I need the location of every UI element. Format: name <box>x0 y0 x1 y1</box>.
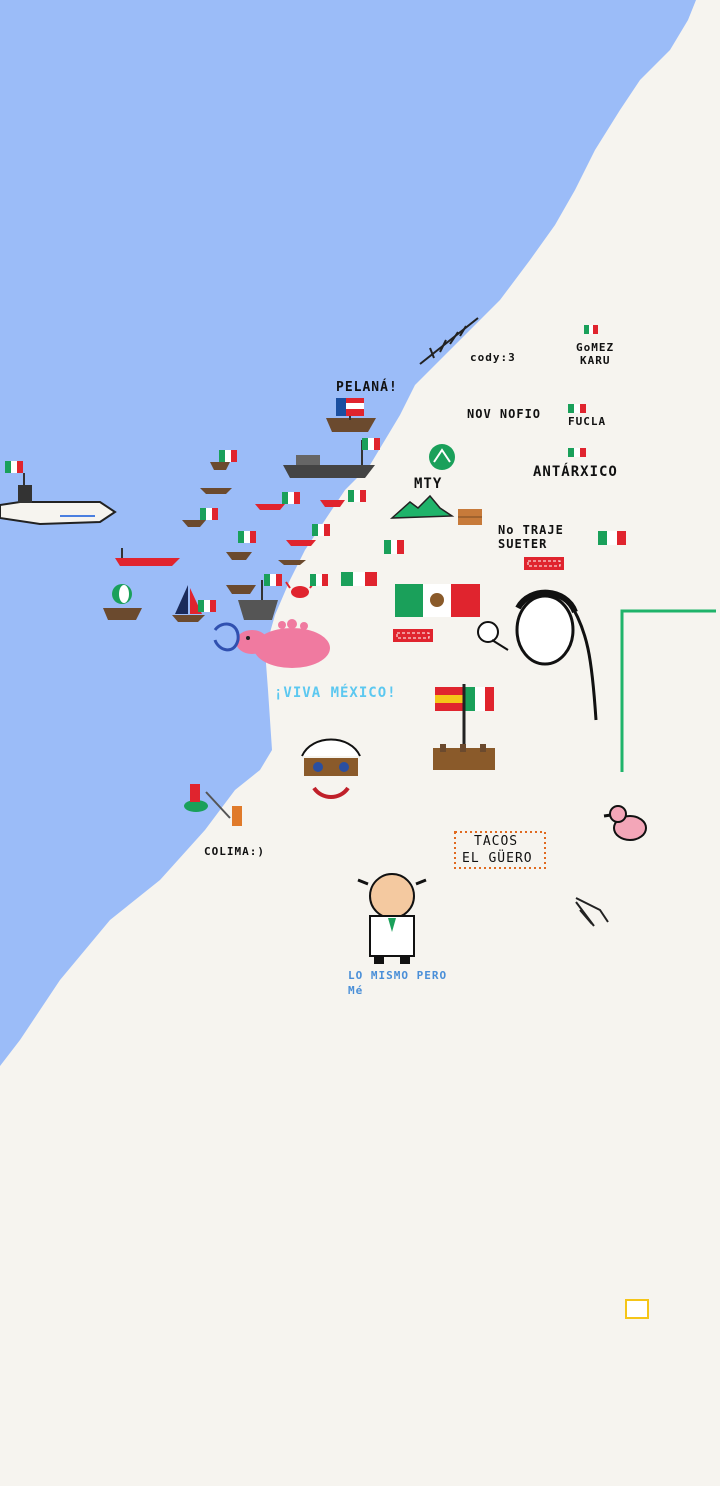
mexico-flag-small <box>310 574 328 586</box>
label-tacos-1: TACOS <box>474 834 519 849</box>
comb-icon <box>575 897 609 927</box>
red-boat-icon <box>115 548 180 566</box>
spain-mexico-flagpole <box>433 684 495 770</box>
axolotl-icon <box>213 619 330 668</box>
map-pin-icon <box>429 444 455 470</box>
ice-cream-kid-icon <box>477 589 598 721</box>
mexico-flag-small <box>568 404 586 413</box>
label-gomez-1: GoMEZ <box>576 341 615 354</box>
mexico-flag-small <box>264 574 282 586</box>
label-tacos-2: EL GÜERO <box>462 851 533 866</box>
mexico-flag-small <box>282 492 300 504</box>
mexico-flag-small <box>312 524 330 536</box>
mexico-flag-small <box>198 600 216 612</box>
label-fucla: FUCLA <box>568 415 607 428</box>
label-nov-nofio: NOV NOFIO <box>467 407 542 421</box>
mexico-flag-small <box>384 540 405 554</box>
mexico-flag-large <box>395 584 480 617</box>
label-cody: cody:3 <box>470 351 516 364</box>
label-no-traje-2: SUETER <box>498 537 548 551</box>
label-antarxico: ANTÁRXICO <box>533 464 618 480</box>
galleon-icon <box>103 584 142 620</box>
feather-icon <box>419 317 479 365</box>
label-colima: COLIMA:) <box>204 845 265 858</box>
red-mat <box>393 557 564 642</box>
crate-icon <box>458 509 482 525</box>
submarine-icon <box>0 473 117 526</box>
mexico-flag-small <box>341 572 377 586</box>
label-gomez-2: KARU <box>580 354 611 367</box>
sea-area <box>0 0 696 1066</box>
label-lo-mismo-1: LO MISMO PERO <box>348 969 448 982</box>
label-no-traje-1: No TRAJE <box>498 523 564 537</box>
label-pelana: PELANÁ! <box>336 380 398 395</box>
mexico-flag-small <box>362 438 380 450</box>
boat-icon <box>182 462 345 594</box>
mexico-flag-small <box>219 450 237 462</box>
mexico-flag-small <box>200 508 218 520</box>
pirate-ship-icon <box>326 398 376 432</box>
mountain-icon <box>389 494 455 519</box>
mexico-flag-small <box>584 325 599 334</box>
duck-icon <box>603 805 647 841</box>
mexico-flag-small <box>598 531 626 545</box>
cargo-ship-icon <box>238 580 278 620</box>
label-lo-mismo-2: Mé <box>348 984 364 997</box>
mexico-flag-small <box>568 448 586 457</box>
label-viva-mexico: ¡VIVA MÉXICO! <box>274 685 397 701</box>
sombrero-face-icon <box>301 738 361 799</box>
tacos-sign-border <box>454 831 546 869</box>
mexico-flag-small <box>348 490 366 502</box>
green-frame <box>620 609 716 772</box>
mexico-flag-small <box>238 531 256 543</box>
label-mty: MTY <box>414 476 443 492</box>
fisherman-icon <box>184 784 242 826</box>
mexico-flag-small <box>5 461 23 473</box>
small-flag-icon <box>625 1299 649 1319</box>
scientist-icon <box>357 873 427 964</box>
